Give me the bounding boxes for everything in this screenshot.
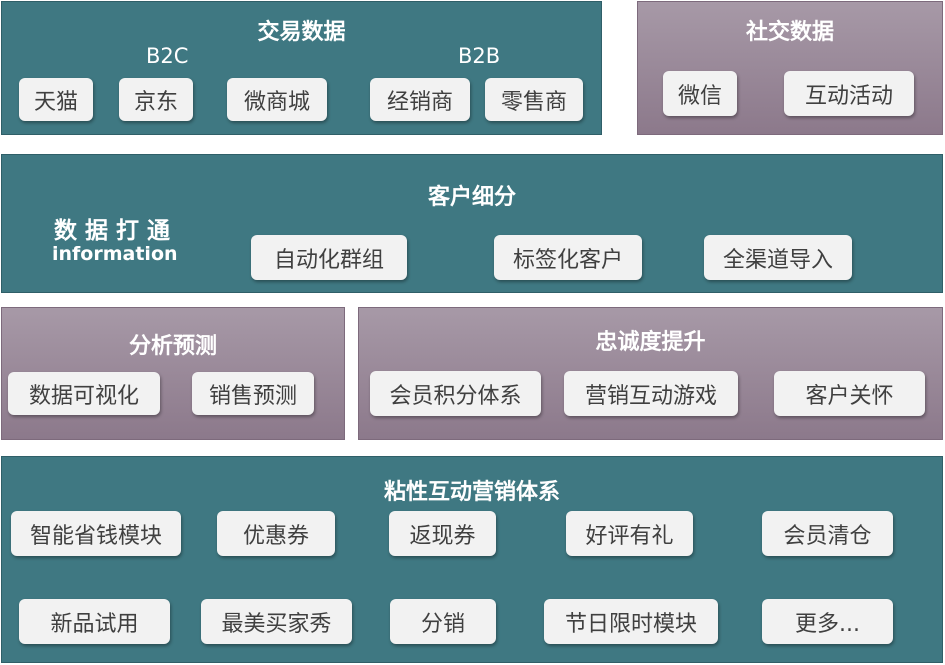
chip-retailer: 零售商 (485, 78, 583, 121)
information-subtitle: information (52, 243, 178, 265)
chip-wechat: 微信 (663, 71, 737, 116)
chip-member-clearance: 会员清仓 (762, 511, 893, 556)
chip-smart-saving: 智能省钱模块 (11, 511, 181, 556)
chip-sales-forecast: 销售预测 (192, 372, 314, 415)
chip-micro-mall: 微商城 (227, 78, 327, 121)
b2c-label: B2C (146, 44, 189, 68)
trade-data-panel: 交易数据 B2C B2B 天猫 京东 微商城 经销商 零售商 (1, 1, 602, 135)
chip-marketing-game: 营销互动游戏 (564, 371, 738, 416)
chip-festival-module: 节日限时模块 (544, 599, 718, 644)
analysis-panel: 分析预测 数据可视化 销售预测 (1, 307, 345, 440)
chip-new-product-trial: 新品试用 (19, 599, 170, 644)
customer-segment-title: 客户细分 (427, 185, 516, 210)
chip-omnichannel-import: 全渠道导入 (704, 235, 852, 280)
social-data-panel: 社交数据 微信 互动活动 (637, 1, 943, 135)
data-integration-title: 数 据 打 通 (54, 218, 171, 244)
chip-customer-care: 客户关怀 (774, 371, 925, 416)
chip-interactive-activity: 互动活动 (784, 71, 914, 116)
chip-tmall: 天猫 (19, 78, 93, 121)
analysis-title: 分析预测 (128, 334, 217, 359)
chip-cashback-coupon: 返现券 (389, 511, 496, 556)
chip-more: 更多... (762, 599, 893, 644)
b2b-label: B2B (458, 44, 501, 68)
chip-distributor: 经销商 (370, 78, 470, 121)
chip-review-gift: 好评有礼 (566, 511, 693, 556)
engagement-title: 粘性互动营销体系 (383, 480, 560, 505)
trade-data-title: 交易数据 (257, 20, 346, 45)
loyalty-panel: 忠诚度提升 会员积分体系 营销互动游戏 客户关怀 (358, 307, 943, 440)
customer-segment-panel: 数 据 打 通 information 客户细分 自动化群组 标签化客户 全渠道… (1, 154, 943, 293)
chip-buyer-show: 最美买家秀 (201, 599, 352, 644)
engagement-panel: 粘性互动营销体系 智能省钱模块 优惠券 返现券 好评有礼 会员清仓 新品试用 最… (1, 456, 943, 663)
chip-auto-group: 自动化群组 (251, 235, 407, 280)
loyalty-title: 忠诚度提升 (595, 330, 706, 355)
social-data-title: 社交数据 (745, 20, 834, 45)
chip-distribution: 分销 (390, 599, 496, 644)
chip-jd: 京东 (119, 78, 193, 121)
chip-data-visualization: 数据可视化 (8, 372, 160, 415)
chip-coupon: 优惠券 (217, 511, 335, 556)
chip-tagged-customer: 标签化客户 (494, 235, 642, 280)
chip-member-points: 会员积分体系 (370, 371, 541, 416)
